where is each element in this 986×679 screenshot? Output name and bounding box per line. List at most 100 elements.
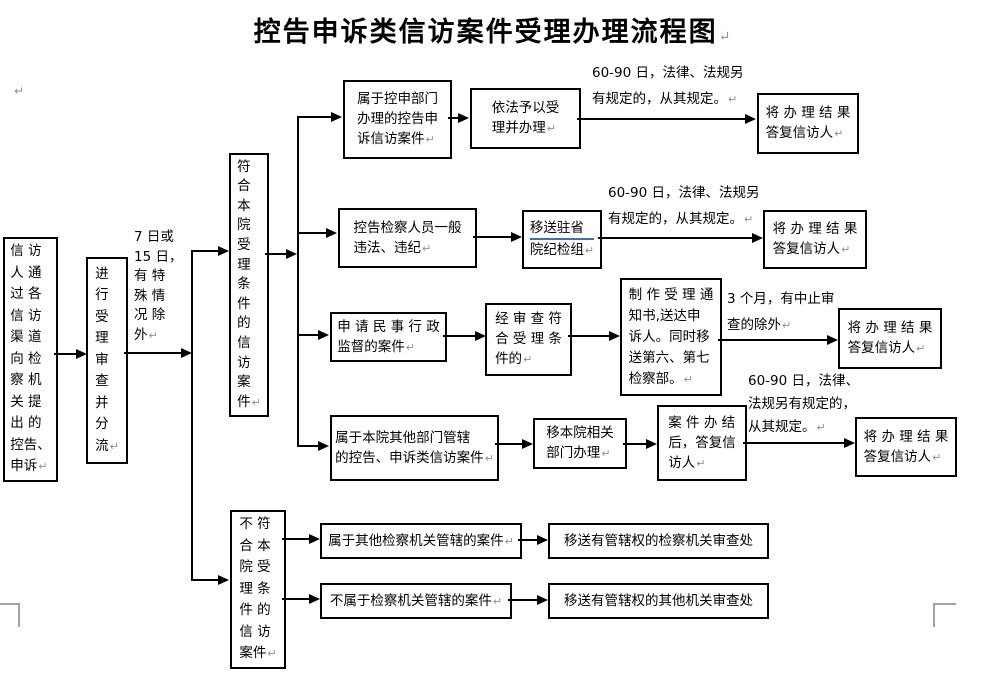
node-row1-handle: 依法予以受 理并办理↵ xyxy=(470,88,581,149)
note-row3-time-limit: 3 个月，有中止审 查的除外↵ xyxy=(727,286,834,339)
pilcrow-mark: ↵ xyxy=(782,319,792,332)
pilcrow-mark: ↵ xyxy=(841,243,851,256)
arrow-junction-qualified xyxy=(192,250,220,252)
arrow-row6-case-action xyxy=(508,599,539,601)
pilcrow-mark: ↵ xyxy=(601,447,611,460)
pilcrow-mark: ↵ xyxy=(546,122,556,135)
arrowhead-row3-review-notice xyxy=(609,331,620,341)
pilcrow-mark: ↵ xyxy=(916,342,926,355)
arrow-row4-close-result xyxy=(743,442,846,444)
crop-mark-bottom-left xyxy=(18,603,20,627)
connector-branch-vertical xyxy=(297,116,299,446)
arrow-unqualified-row6 xyxy=(282,598,311,600)
arrow-row3-notice-result xyxy=(718,339,829,341)
node-row3-result: 将 办 理 结 果 答复信访人↵ xyxy=(838,308,942,369)
node-row1-result-label: 将 办 理 结 果 答复信访人 xyxy=(765,105,851,141)
arrowhead-row4-close-result xyxy=(844,438,855,448)
arrow-row3-case-review xyxy=(443,335,477,337)
crop-mark-bottom-right xyxy=(933,603,935,627)
pilcrow-mark: ↵ xyxy=(148,328,158,342)
pilcrow-mark: ↵ xyxy=(932,450,942,464)
pilcrow-mark: ↵ xyxy=(38,460,48,474)
node-row2-case: 控告检察人员一般 违法、违纪↵ xyxy=(338,208,477,268)
pilcrow-mark: ↵ xyxy=(267,647,277,661)
pilcrow-mark: ↵ xyxy=(683,372,693,386)
arrowhead-branch-row3 xyxy=(318,330,329,340)
arrowhead-row1-handle-result xyxy=(745,114,756,124)
page-title: 控告申诉类信访案件受理办理流程图↵ xyxy=(0,10,986,49)
connector-split-vertical xyxy=(191,250,193,581)
node-qualified: 符 合 本 院 受 理 条 件 的 信 访 案 件↵ xyxy=(229,153,269,417)
arrow-branch-row1 xyxy=(297,116,332,118)
arrow-row1-handle-result xyxy=(577,118,747,120)
pilcrow-mark: ↵ xyxy=(718,29,733,45)
arrowhead-branch-row1 xyxy=(331,112,342,122)
node-row1-case-label: 属于控申部门 办理的控告申 诉信访案件 xyxy=(357,91,438,147)
arrowhead-row2-case-transfer xyxy=(511,232,522,242)
arrowhead-branch-row2 xyxy=(326,228,337,238)
note-row4-text: 60-90 日，法律、 法规另有规定的， 从其规定。 xyxy=(748,373,860,435)
node-triage-label: 进 行 受 理 审 查 并 分 流 xyxy=(95,265,109,454)
node-row4-transfer: 移本院相关 部门办理↵ xyxy=(533,418,627,469)
arrowhead-unqualified-row6 xyxy=(309,594,320,604)
node-row6-case: 不属于检察机关管辖的案件↵ xyxy=(320,583,512,619)
node-row2-case-label: 控告检察人员一般 违法、违纪 xyxy=(353,219,462,256)
node-row3-notice: 制 作 受 理 通 知书,送达申 诉人。同时移 送第六、第七 检察部。↵ xyxy=(620,278,722,396)
node-row4-case-label: 属于本院其他部门管辖 的控告、申诉类信访案件 xyxy=(335,429,484,466)
node-row1-result: 将 办 理 结 果 答复信访人↵ xyxy=(757,93,859,154)
node-unqualified-label: 不 符 合 本 院 受 理 条 件 的 信 访 案件 xyxy=(239,516,271,662)
pilcrow-mark: ↵ xyxy=(523,353,533,366)
note-row2-text: 60-90 日，法律、法规另 有规定的，从其规定。 xyxy=(608,185,760,227)
pilcrow-mark: ↵ xyxy=(728,93,738,106)
arrow-branch-row3 xyxy=(297,334,319,336)
arrowhead-row3-case-review xyxy=(475,331,486,341)
node-triage: 进 行 受 理 审 查 并 分 流↵ xyxy=(86,257,128,464)
node-row6-action-label: 移送有管辖权的其他机关审查处 xyxy=(564,593,753,609)
pilcrow-mark: ↵ xyxy=(422,241,432,255)
note-row2-time-limit: 60-90 日，法律、法规另 有规定的，从其规定。↵ xyxy=(608,180,760,233)
pilcrow-mark: ↵ xyxy=(744,213,754,226)
node-row1-handle-label: 依法予以受 理并办理 xyxy=(491,100,560,136)
arrowhead-row2-transfer-result xyxy=(752,233,763,243)
arrow-row1-case-handle xyxy=(448,117,460,119)
arrow-row4-transfer-close xyxy=(623,443,648,445)
node-row3-review-label: 经 审 查 符 合 受 理 条 件的 xyxy=(495,311,562,367)
note-row4-time-limit: 60-90 日，法律、 法规另有规定的， 从其规定。↵ xyxy=(748,370,859,439)
node-row4-case: 属于本院其他部门管辖 的控告、申诉类信访案件↵ xyxy=(330,415,499,481)
arrowhead-junction-qualified xyxy=(218,246,229,256)
node-row2-result-label: 将 办 理 结 果 答复信访人 xyxy=(772,221,858,257)
arrowhead-triage-junction xyxy=(181,348,192,358)
arrowhead-unqualified-row5 xyxy=(309,534,320,544)
node-row6-action: 移送有管辖权的其他机关审查处 xyxy=(548,583,769,619)
node-row2-transfer-line1: 移送驻省 xyxy=(529,218,595,240)
arrow-row5-case-action xyxy=(518,539,539,541)
node-row2-transfer-line2: 院纪检组 xyxy=(529,242,584,258)
arrowhead-source-triage xyxy=(76,349,87,359)
arrowhead-junction-unqualified xyxy=(218,575,229,585)
node-unqualified: 不 符 合 本 院 受 理 条 件 的 信 访 案件↵ xyxy=(230,510,286,669)
node-row3-case-label: 申 请 民 事 行 政 监督的案件 xyxy=(337,318,440,355)
arrow-qualified-branches xyxy=(265,253,288,255)
node-row3-case: 申 请 民 事 行 政 监督的案件↵ xyxy=(330,312,447,362)
arrow-row2-case-transfer xyxy=(473,236,513,238)
arrow-row4-case-transfer xyxy=(495,443,524,445)
node-row3-notice-label: 制 作 受 理 通 知书,送达申 诉人。同时移 送第六、第七 检察部。 xyxy=(628,286,714,387)
node-row2-transfer: 移送驻省 院纪检组↵ xyxy=(522,210,602,269)
note-time-limit-main-text: 7 日或 15 日， 有 特 殊 情 况 除 外 xyxy=(134,229,183,343)
page-title-text: 控告申诉类信访案件受理办理流程图 xyxy=(253,17,718,48)
arrowhead-row5-case-action xyxy=(537,535,548,545)
pilcrow-mark: ↵ xyxy=(251,395,261,409)
pilcrow-mark: ↵ xyxy=(696,456,706,470)
arrowhead-row4-case-transfer xyxy=(522,439,533,449)
arrow-unqualified-row5 xyxy=(282,538,311,540)
note-row1-time-limit: 60-90 日，法律、法规另 有规定的，从其规定。↵ xyxy=(592,60,744,113)
note-row1-text: 60-90 日，法律、法规另 有规定的，从其规定。 xyxy=(592,65,744,107)
pilcrow-mark: ↵ xyxy=(584,244,595,257)
node-source-label: 信 访 人 通 过 各 信 访 渠 道 向 检 察 机 关 提 出 的 控告、 … xyxy=(10,243,51,475)
node-row4-result: 将 办 理 结 果 答复信访人↵ xyxy=(855,417,957,477)
node-row4-close: 案 件 办 结 后，答复信 访人↵ xyxy=(657,405,747,481)
arrow-branch-row4 xyxy=(297,445,319,447)
node-row2-result: 将 办 理 结 果 答复信访人↵ xyxy=(763,210,867,269)
node-row6-case-label: 不属于检察机关管辖的案件 xyxy=(329,592,492,609)
